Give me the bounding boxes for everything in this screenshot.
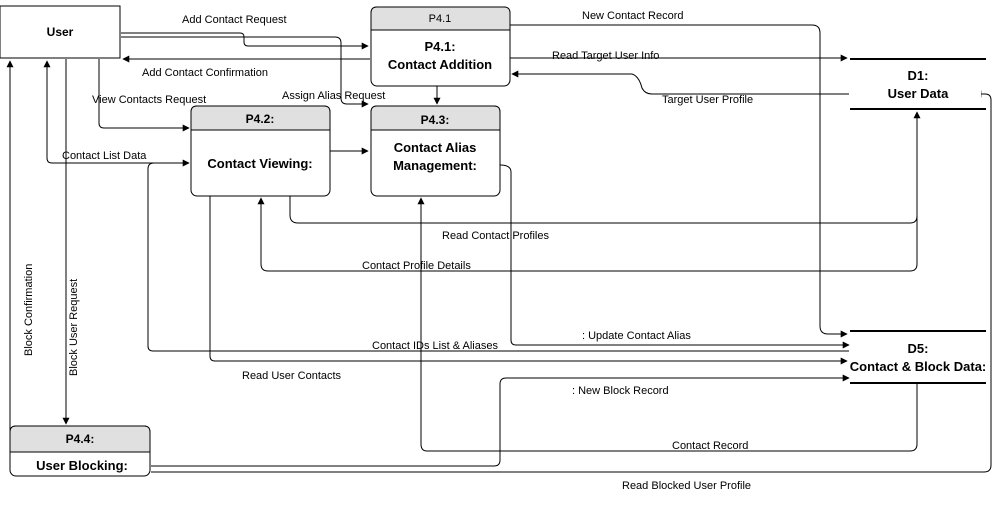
label-target-user-profile: Target User Profile	[662, 94, 753, 106]
label-read-contact-profiles: Read Contact Profiles	[442, 230, 549, 242]
process-p44-id: P4.4:	[66, 432, 95, 446]
label-contact-ids-list-aliases: Contact IDs List & Aliases	[372, 340, 498, 352]
process-p42[interactable]: P4.2: Contact Viewing:	[190, 105, 331, 197]
process-p44-name: User Blocking:	[36, 458, 128, 473]
flow-read-user-contacts	[209, 196, 848, 365]
label-read-target-user-info: Read Target User Info	[552, 50, 659, 62]
process-p41-number: P4.1:	[424, 39, 455, 54]
process-p42-name: Contact Viewing:	[207, 156, 312, 171]
flow-contact-profile-details	[257, 112, 918, 272]
user-entity-label: User	[47, 25, 74, 39]
label-add-contact-request: Add Contact Request	[182, 14, 287, 26]
flow-add-contact-request	[121, 32, 369, 50]
label-contact-list-data: Contact List Data	[62, 150, 147, 162]
flow-contact-ids-list-aliases	[147, 159, 849, 352]
process-p43-id: P4.3:	[421, 113, 450, 127]
flow-contact-list-data	[43, 60, 189, 164]
flow-new-block-record	[151, 374, 850, 467]
data-store-d5[interactable]: D5: Contact & Block Data:	[850, 330, 987, 384]
process-p41[interactable]: P4.1 P4.1: Contact Addition	[370, 6, 511, 87]
flow-target-user-profile	[511, 70, 849, 95]
user-entity[interactable]: User	[0, 5, 121, 59]
label-add-contact-confirmation: Add Contact Confirmation	[142, 67, 268, 79]
flow-read-blocked-user-profile	[151, 90, 992, 473]
flow-contact-record	[417, 197, 918, 452]
data-store-d5-id: D5:	[908, 341, 929, 356]
label-block-user-request: Block User Request	[68, 279, 80, 376]
flow-assign-alias-request	[121, 36, 369, 108]
data-store-d5-name: Contact & Block Data:	[850, 359, 987, 374]
label-new-contact-record: New Contact Record	[582, 10, 684, 22]
process-p43-name-line2: Management:	[393, 158, 477, 173]
process-p43-name-line1: Contact Alias	[394, 140, 477, 155]
label-new-block-record: : New Block Record	[572, 385, 669, 397]
flow-lines	[6, 24, 992, 473]
data-store-d1-id: D1:	[908, 68, 929, 83]
label-contact-record: Contact Record	[672, 440, 748, 452]
process-p41-name: Contact Addition	[388, 57, 492, 72]
label-block-confirmation: Block Confirmation	[23, 264, 35, 356]
process-p44[interactable]: P4.4: User Blocking:	[9, 425, 151, 477]
data-store-d1-name: User Data	[888, 86, 949, 101]
data-store-d1[interactable]: D1: User Data	[850, 58, 986, 110]
label-view-contacts-request: View Contacts Request	[92, 94, 206, 106]
process-p41-id: P4.1	[429, 13, 452, 25]
label-assign-alias-request: Assign Alias Request	[282, 90, 385, 102]
label-contact-profile-details: Contact Profile Details	[362, 260, 471, 272]
label-read-blocked-user-profile: Read Blocked User Profile	[622, 480, 751, 492]
label-update-contact-alias: : Update Contact Alias	[582, 330, 691, 342]
label-read-user-contacts: Read User Contacts	[242, 370, 342, 382]
process-p43[interactable]: P4.3: Contact Alias Management:	[370, 105, 501, 197]
flow-new-contact-record	[510, 24, 848, 338]
flow-update-contact-alias	[499, 164, 850, 349]
process-p42-id: P4.2:	[246, 112, 275, 126]
flow-view-contacts-request	[98, 59, 190, 132]
flow-labels: Add Contact Request Add Contact Confirma…	[23, 10, 753, 492]
